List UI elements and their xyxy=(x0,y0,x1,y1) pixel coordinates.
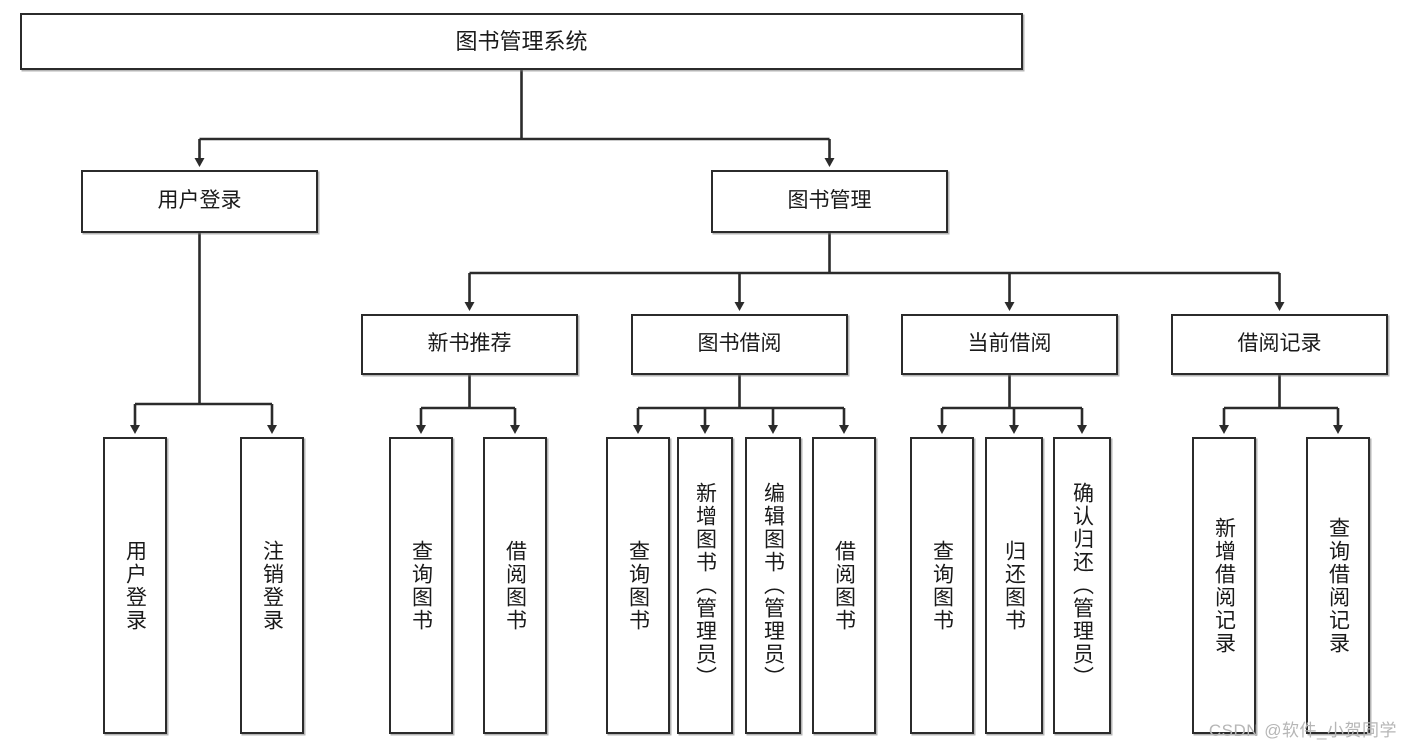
node-label: 确认归还（管理员） xyxy=(1070,482,1094,689)
node-label: 图书借阅 xyxy=(697,332,782,356)
node-label: 当前借阅 xyxy=(967,332,1052,356)
node-add-book-admin[interactable]: 新增图书（管理员） xyxy=(677,437,733,734)
node-add-borrow-record[interactable]: 新增借阅记录 xyxy=(1192,437,1256,734)
node-label: 查询图书 xyxy=(409,539,433,632)
node-query-book-current[interactable]: 查询图书 xyxy=(910,437,974,734)
node-current-borrow[interactable]: 当前借阅 xyxy=(901,314,1118,375)
node-borrow-book-borrow[interactable]: 借阅图书 xyxy=(812,437,876,734)
node-query-borrow-record[interactable]: 查询借阅记录 xyxy=(1306,437,1370,734)
node-query-book-recommend[interactable]: 查询图书 xyxy=(389,437,453,734)
node-label: 用户登录 xyxy=(157,189,242,213)
node-label: 新书推荐 xyxy=(427,332,512,356)
node-label: 新增图书（管理员） xyxy=(693,482,717,689)
node-user-logout-leaf[interactable]: 注销登录 xyxy=(240,437,304,734)
node-label: 新增借阅记录 xyxy=(1212,516,1236,655)
node-label: 用户登录 xyxy=(123,539,147,632)
node-label: 注销登录 xyxy=(260,539,284,632)
node-query-book-borrow[interactable]: 查询图书 xyxy=(606,437,670,734)
node-new-book-recommend[interactable]: 新书推荐 xyxy=(361,314,578,375)
node-book-borrow[interactable]: 图书借阅 xyxy=(631,314,848,375)
node-user-login-leaf[interactable]: 用户登录 xyxy=(103,437,167,734)
node-label: 图书管理系统 xyxy=(455,28,588,54)
node-root-system[interactable]: 图书管理系统 xyxy=(20,13,1023,70)
node-label: 借阅记录 xyxy=(1237,332,1322,356)
node-borrow-book-recommend[interactable]: 借阅图书 xyxy=(483,437,547,734)
node-book-management[interactable]: 图书管理 xyxy=(711,170,948,233)
node-return-book-current[interactable]: 归还图书 xyxy=(985,437,1043,734)
node-label: 查询借阅记录 xyxy=(1326,516,1350,655)
node-label: 查询图书 xyxy=(930,539,954,632)
node-confirm-return-admin[interactable]: 确认归还（管理员） xyxy=(1053,437,1111,734)
node-user-login[interactable]: 用户登录 xyxy=(81,170,318,233)
node-label: 查询图书 xyxy=(626,539,650,632)
node-label: 借阅图书 xyxy=(832,539,856,632)
node-edit-book-admin[interactable]: 编辑图书（管理员） xyxy=(745,437,801,734)
node-label: 编辑图书（管理员） xyxy=(761,482,785,689)
node-label: 借阅图书 xyxy=(503,539,527,632)
node-label: 图书管理 xyxy=(787,189,872,213)
node-borrow-record[interactable]: 借阅记录 xyxy=(1171,314,1388,375)
node-label: 归还图书 xyxy=(1002,539,1026,632)
